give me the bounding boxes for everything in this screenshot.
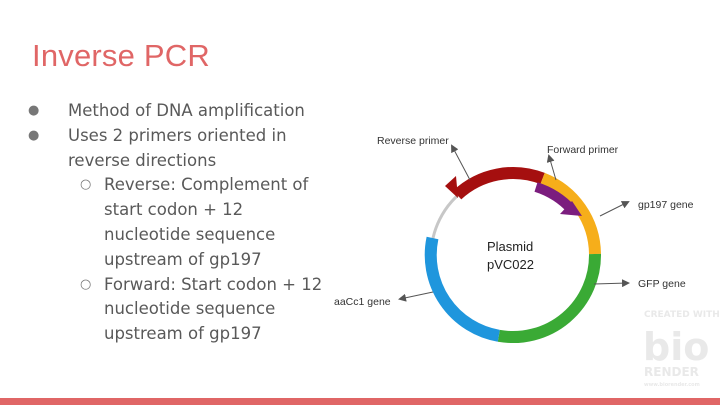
sub-bullet-ring-icon: ○ (80, 177, 92, 193)
gfp-gene-label: GFP gene (638, 278, 686, 290)
biorender-watermark: CREATED WITH bio RENDER www.biorender.co… (643, 310, 720, 388)
plasmid-id-label: pVC022 (487, 257, 534, 272)
gp197-gene-label: gp197 gene (638, 199, 694, 211)
aacc1-gene-segment (424, 236, 500, 342)
gfp-gene-segment (497, 253, 602, 344)
gp197-gene-segment (540, 172, 601, 255)
watermark-created-with: CREATED WITH (644, 310, 720, 320)
dark-red-segment (453, 167, 545, 200)
bullet-item: ● Method of DNA amplification (28, 99, 328, 124)
gfp-pointer (593, 279, 630, 288)
sub-bullet-text: Forward: Start codon + 12 nucleotide seq… (104, 274, 323, 344)
reverse-primer-arrowhead (445, 176, 458, 198)
bullet-dot-icon: ● (28, 127, 40, 143)
forward-primer-label: Forward primer (547, 144, 619, 156)
bullet-text: Uses 2 primers oriented in reverse direc… (68, 125, 287, 170)
watermark-url: www.biorender.com (644, 382, 700, 388)
bullet-list: ● Method of DNA amplification ● Uses 2 p… (28, 99, 328, 347)
sub-bullet-text: Reverse: Complement of start codon + 12 … (104, 175, 309, 269)
forward-primer-pointer (546, 154, 557, 181)
sub-bullet-item: ○ Reverse: Complement of start codon + 1… (28, 173, 328, 272)
bullet-item: ● Uses 2 primers oriented in reverse dir… (28, 124, 328, 174)
slide-title: Inverse PCR (32, 38, 210, 73)
bullet-text: Method of DNA amplification (68, 101, 305, 120)
forward-primer-arrowhead (560, 201, 582, 216)
sub-bullet-item: ○ Forward: Start codon + 12 nucleotide s… (28, 273, 328, 347)
reverse-primer-pointer (451, 144, 471, 181)
reverse-primer-label: Reverse primer (377, 135, 449, 147)
gp197-pointer (599, 201, 630, 217)
plasmid-name-label: Plasmid (487, 239, 533, 254)
bullet-dot-icon: ● (28, 103, 40, 118)
aacc1-gene-label: aaCc1 gene (334, 296, 391, 308)
watermark-render: RENDER (644, 365, 699, 379)
sub-bullet-ring-icon: ○ (80, 276, 92, 292)
watermark-bio-logo: bio (643, 325, 709, 369)
bottom-accent-bar (0, 398, 720, 405)
aacc1-pointer (398, 291, 434, 302)
